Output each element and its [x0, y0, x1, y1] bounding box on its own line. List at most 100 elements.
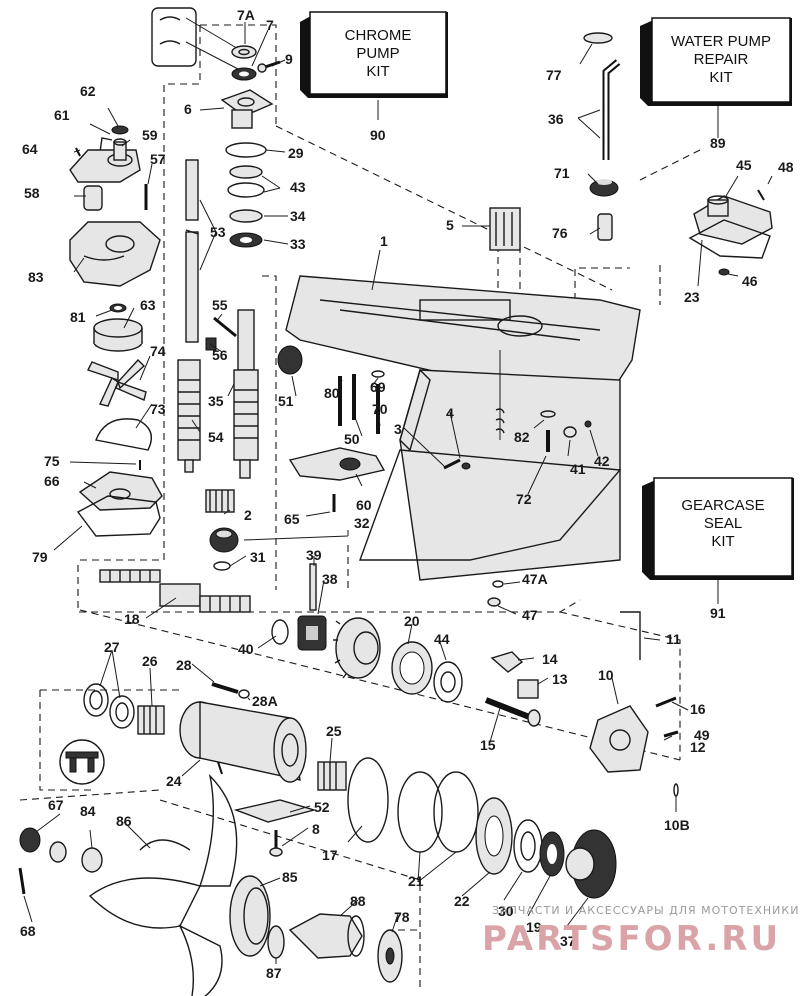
- screw-8: [269, 830, 283, 857]
- callout-30: 30: [498, 903, 514, 919]
- callout-66: 66: [44, 473, 60, 489]
- callout-24: 24: [166, 773, 182, 789]
- clutch-dog-38: [297, 615, 327, 651]
- bearing-20: [391, 641, 433, 695]
- callout-7: 7: [266, 17, 274, 33]
- callout-23: 23: [684, 289, 700, 305]
- shift-lever-10: [589, 705, 649, 773]
- callout-87: 87: [266, 965, 282, 981]
- callout-81: 81: [70, 309, 86, 325]
- callout-40: 40: [238, 641, 254, 657]
- washers-30-19: [513, 819, 565, 877]
- oring-17: [347, 757, 389, 843]
- callout-28: 28: [176, 657, 192, 673]
- callout-21: 21: [408, 873, 424, 889]
- callout-63: 63: [140, 297, 156, 313]
- callout-41: 41: [570, 461, 586, 477]
- callout-60: 60: [356, 497, 372, 513]
- callout-54: 54: [208, 429, 224, 445]
- water-pump-kit-line3: KIT: [709, 69, 732, 86]
- callout-72: 72: [516, 491, 532, 507]
- bolt-28: [211, 682, 250, 699]
- callout-13: 13: [552, 671, 568, 687]
- callout-8: 8: [312, 821, 320, 837]
- callout-12: 12: [690, 739, 706, 755]
- washer-31: [213, 561, 231, 571]
- callout-3: 3: [394, 421, 402, 437]
- callout-73: 73: [150, 401, 166, 417]
- callout-38: 38: [322, 571, 338, 587]
- callout-34: 34: [290, 208, 306, 224]
- callout-20: 20: [404, 613, 420, 629]
- forward-gear: [333, 617, 381, 679]
- gearcase-housing-1: [277, 275, 641, 581]
- callout-42: 42: [594, 453, 610, 469]
- chrome-pump-kit-box: CHROME PUMP KIT: [300, 11, 448, 98]
- water-pump-kit-box: WATER PUMP REPAIR KIT: [640, 17, 792, 106]
- callout-26: 26: [142, 653, 158, 669]
- prop-nut-67: [19, 827, 67, 863]
- callout-65: 65: [284, 511, 300, 527]
- callout-91: 91: [710, 605, 726, 621]
- washer-84: [81, 847, 103, 873]
- chrome-pump-kit-line3: KIT: [366, 63, 389, 80]
- ring-40: [271, 619, 289, 645]
- callout-64: 64: [22, 141, 38, 157]
- water-tube-grommets-detail: [151, 7, 241, 71]
- driveshaft-53: [185, 159, 199, 343]
- cover-5: [489, 207, 521, 251]
- callout-44: 44: [434, 631, 450, 647]
- propeller-86: [88, 773, 271, 996]
- callout-32: 32: [354, 515, 370, 531]
- spacer-88: [288, 913, 365, 959]
- washer-78: [377, 929, 403, 983]
- gearcase-seal-kit-line1: GEARCASE: [681, 497, 764, 514]
- grommet-7: [231, 67, 257, 81]
- leader-lines: [23, 22, 773, 964]
- callout-61: 61: [54, 107, 70, 123]
- callout-50: 50: [344, 431, 360, 447]
- housing-6: [220, 89, 274, 129]
- bearing-housing-24: [179, 701, 307, 783]
- watermark-line1: ЗАПЧАСТИ И АКСЕССУАРЫ ДЛЯ МОТОТЕХНИКИ: [492, 904, 799, 917]
- callout-55: 55: [212, 297, 228, 313]
- callout-labels: 7A 7 9 6 29 43 34 33 53 1 5 77 36 71 76 …: [20, 7, 794, 981]
- gearcase-seal-kit-box: GEARCASE SEAL KIT: [642, 477, 794, 580]
- callout-39: 39: [306, 547, 322, 563]
- shift-plunger-47: [487, 580, 504, 607]
- callout-33: 33: [290, 236, 306, 252]
- callout-17: 17: [322, 847, 338, 863]
- bearing-2: [205, 489, 235, 513]
- callout-6: 6: [184, 101, 192, 117]
- callout-22: 22: [454, 893, 470, 909]
- callout-4: 4: [446, 405, 454, 421]
- callout-90: 90: [370, 127, 386, 143]
- callout-88: 88: [350, 893, 366, 909]
- callout-71: 71: [554, 165, 570, 181]
- callout-37: 37: [560, 933, 576, 949]
- pins-16-12: [655, 696, 679, 797]
- thrust-washer-87: [267, 925, 285, 959]
- callout-10b: 10B: [664, 817, 690, 833]
- callout-52: 52: [314, 799, 330, 815]
- callout-47: 47: [522, 607, 538, 623]
- detent-14-13: [490, 651, 539, 699]
- callout-89: 89: [710, 135, 726, 151]
- callout-16: 16: [690, 701, 706, 717]
- bearing-26: [137, 705, 165, 735]
- shaft-15: [484, 697, 541, 727]
- propshaft-18: [99, 569, 251, 613]
- seal-detail-circle: [59, 739, 105, 785]
- callout-75: 75: [44, 453, 60, 469]
- callout-74: 74: [150, 343, 166, 359]
- shift-rod-11: [620, 611, 641, 660]
- callout-10: 10: [598, 667, 614, 683]
- callout-76: 76: [552, 225, 568, 241]
- callout-53: 53: [210, 224, 226, 240]
- callout-27: 27: [104, 639, 120, 655]
- pins-55-56: [205, 316, 237, 351]
- water-pump-kit-line2: REPAIR: [694, 51, 749, 68]
- callout-83: 83: [28, 269, 44, 285]
